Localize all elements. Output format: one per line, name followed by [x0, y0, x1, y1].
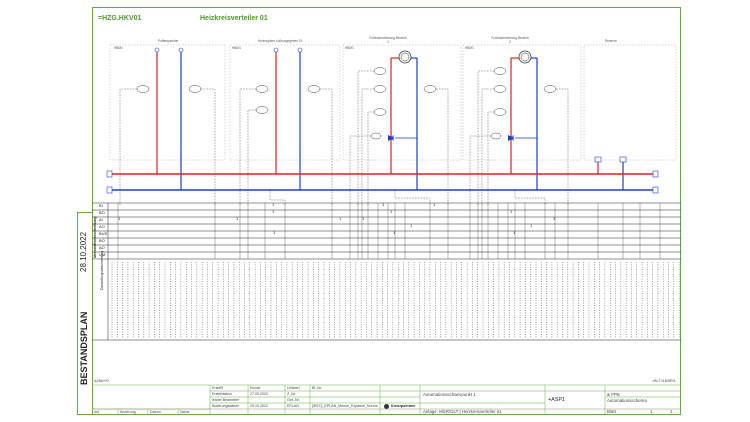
section-code-1: HBM1	[114, 46, 123, 50]
row-label-um: UM	[99, 252, 106, 257]
section-1-pipes	[154, 47, 184, 190]
section-code-4: HBM1	[465, 46, 474, 50]
row-label-bo: BO	[99, 210, 105, 215]
section-label-4: Fußbodenheizung Bereich 2	[491, 36, 529, 44]
tb-col-name: Name	[180, 410, 190, 414]
company-name: Kreuzpointner	[391, 404, 416, 408]
section-label-1: Pufferspeicher	[158, 39, 179, 43]
row-label-ao-2: AO	[99, 245, 105, 250]
manifold	[106, 170, 659, 194]
side-label-measurement: Messstellenbeschreibung	[93, 216, 97, 258]
drawing-frame	[92, 7, 681, 415]
left-label-strip	[77, 212, 92, 415]
title-block-grid	[92, 384, 681, 415]
tb-col-ind: Ind	[94, 410, 99, 414]
io-mark: 1	[272, 209, 275, 214]
io-table-entries	[111, 262, 680, 338]
plant-title: Heizkreisverteiler 01	[200, 15, 268, 22]
signal-wires	[119, 70, 569, 205]
io-mark: 1	[513, 230, 516, 235]
tb-blatt: 1	[650, 409, 653, 414]
io-mark: 1	[118, 216, 121, 221]
tb-doc-type: & PPE	[607, 392, 620, 397]
plan-date: 28.10.2022	[79, 231, 88, 272]
io-mark: 1	[410, 223, 413, 228]
tb-doc-subtype: Automationsschema	[607, 398, 647, 403]
tb-col-datum: Datum	[150, 410, 161, 414]
section-label-3: Fußbodenheizung Bereich 1	[369, 36, 407, 44]
tb-erstellt-date: 27.05.2022	[250, 392, 268, 396]
section-3-pipes	[388, 50, 418, 190]
section-code-3: HBM1	[345, 46, 354, 50]
section-label-2: Heizregister Luftvorgegeben 01	[258, 39, 303, 43]
tb-desc-1: Automationsschwerpunkt 1	[423, 392, 476, 397]
row-label-bus: BUS	[99, 231, 108, 236]
tb-leitwert: Leitwert	[287, 386, 300, 390]
tb-desc-2: Anlage: MSR/GLT | Heizkreisverteiler 01	[423, 409, 502, 414]
io-table-columns	[117, 203, 661, 259]
tb-norm: EPLAN	[287, 404, 299, 408]
io-mark: 1	[433, 202, 436, 207]
io-table-grid	[92, 202, 681, 341]
tb-code: +ASP1	[548, 397, 565, 403]
section-code-2: HBM1	[232, 46, 241, 50]
plant-id: =HZG.HKV01	[98, 15, 142, 22]
tb-letzter-bearbeiter-label: letzter Bearbeiter	[212, 398, 240, 402]
tb-blatt-label: Blatt	[607, 409, 616, 414]
tb-z-nr: Z.-Nr.	[287, 392, 296, 396]
tb-erstellt-label: Erstellt	[212, 386, 223, 390]
status-label: BESTANDSPLAN	[79, 311, 89, 385]
path-right: =BLT.11MSR/1	[652, 379, 676, 383]
tb-bl-nr: Bl.-Nr.	[312, 386, 322, 390]
company-logo-icon	[384, 404, 389, 409]
tb-blatt-total: 1	[670, 409, 673, 414]
io-mark: 1	[362, 216, 365, 221]
io-mark: 1	[510, 209, 513, 214]
row-label-bo-2: BO	[99, 238, 105, 243]
row-label-bi: BI	[99, 203, 103, 208]
io-mark: 1	[390, 209, 393, 214]
tb-aenderung-date: 29.10.2022	[250, 404, 268, 408]
tb-project: [IEEC]_EPLAN_Meuse_Expanse_Norme	[312, 404, 378, 408]
tb-aenderungsdatum-label: Änderungsdatum	[212, 404, 240, 408]
row-label-ao: AO	[99, 224, 105, 229]
section-4-pipes	[508, 50, 538, 190]
section-boxes	[109, 44, 677, 161]
tb-erstelldatum-label: Erstelldatum	[212, 392, 232, 396]
io-mark: 1	[236, 216, 239, 221]
io-mark: 1	[393, 230, 396, 235]
section-5-pipes	[594, 156, 627, 190]
tb-col-aenderung: Änderung	[120, 410, 136, 414]
tb-kunde: Kunde	[250, 386, 261, 390]
io-mark: 1	[272, 202, 275, 207]
io-mark: 1	[530, 223, 533, 228]
row-label-ai: AI	[99, 217, 103, 222]
io-mark: 1	[553, 216, 556, 221]
section-2-pipes	[273, 47, 303, 190]
io-mark: 1	[339, 216, 342, 221]
io-mark: 1	[273, 230, 276, 235]
sensor-symbols	[136, 67, 557, 140]
section-label-5: Reserve	[605, 39, 617, 43]
path-left: AZ86/+/0	[94, 379, 109, 383]
tb-ger-nr: Ger.-Nr.	[287, 398, 300, 402]
io-mark: 1	[382, 202, 385, 207]
